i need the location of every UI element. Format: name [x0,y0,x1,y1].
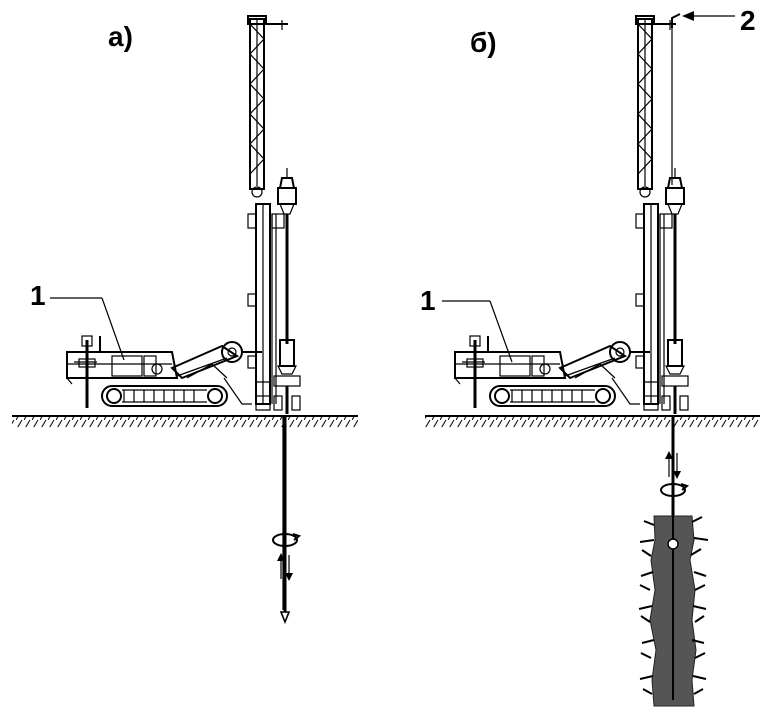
callout-2-b: 2 [682,5,756,36]
panel-a-label: а) [108,21,133,52]
drill-string-a [279,416,291,625]
drilling-rig-a [65,14,302,416]
panel-b-label: б) [470,27,497,58]
callout-1-a: 1 [30,280,125,361]
ground-b [425,415,760,427]
drilling-rig-b [453,14,690,416]
ground-a [12,415,358,427]
supply-hose-b [671,13,681,28]
callout-1-b: 1 [420,285,513,363]
callout-1-a-label: 1 [30,280,46,311]
callout-2-b-label: 2 [740,5,756,36]
panel-a: а) 1 [12,14,358,625]
panel-b: б) 2 [420,5,760,707]
callout-1-b-label: 1 [420,285,436,316]
soil-column [638,515,709,707]
